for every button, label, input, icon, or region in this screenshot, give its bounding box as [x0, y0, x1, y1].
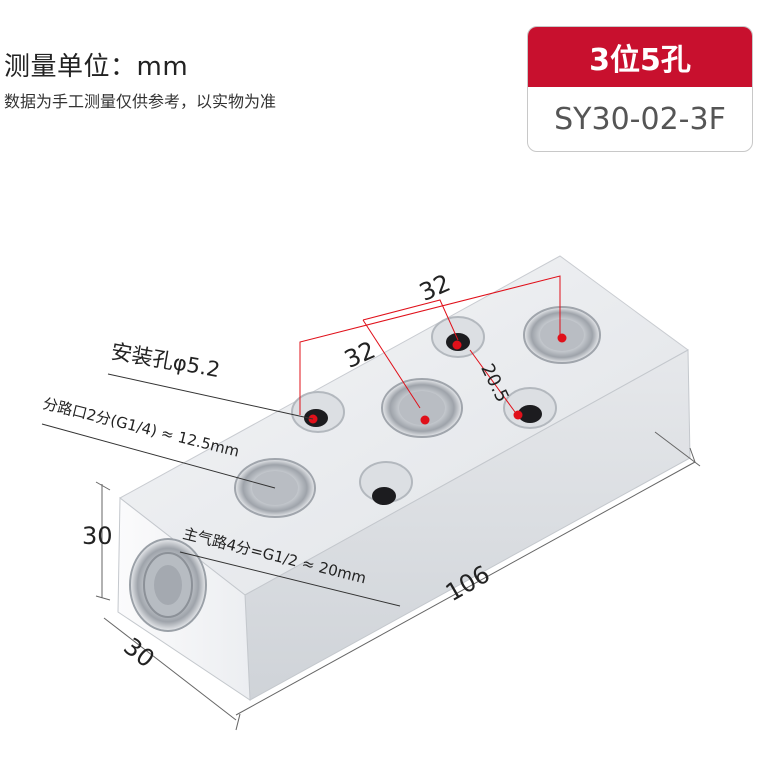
- marker-dot-4: [513, 410, 523, 420]
- model-badge: 3位5孔 SY30-02-3F: [527, 26, 753, 152]
- dim-pitch-outer: 32: [415, 269, 454, 307]
- label-mount-hole: 安装孔φ5.2: [109, 339, 222, 382]
- measurement-unit: 测量单位：mm: [4, 52, 189, 82]
- pitch-dimension-lines: [299, 275, 561, 415]
- badge-title: 3位5孔: [528, 27, 752, 87]
- marker-dot-3: [420, 415, 430, 425]
- outer-dimension-lines: [95, 431, 701, 731]
- annotation-leaders: [41, 373, 401, 607]
- marker-dot-2: [452, 340, 462, 350]
- main-port-hole: [129, 538, 207, 632]
- measurement-note: 数据为手工测量仅供参考，以实物为准: [4, 92, 277, 111]
- mount-hole-1: [431, 316, 485, 358]
- mount-hole-4: [359, 461, 413, 505]
- dim-height: 30: [82, 522, 113, 550]
- dim-width: 30: [118, 632, 159, 673]
- threaded-hole-large-center: [381, 378, 463, 438]
- badge-model: SY30-02-3F: [554, 101, 726, 137]
- marker-dot-1: [557, 333, 567, 343]
